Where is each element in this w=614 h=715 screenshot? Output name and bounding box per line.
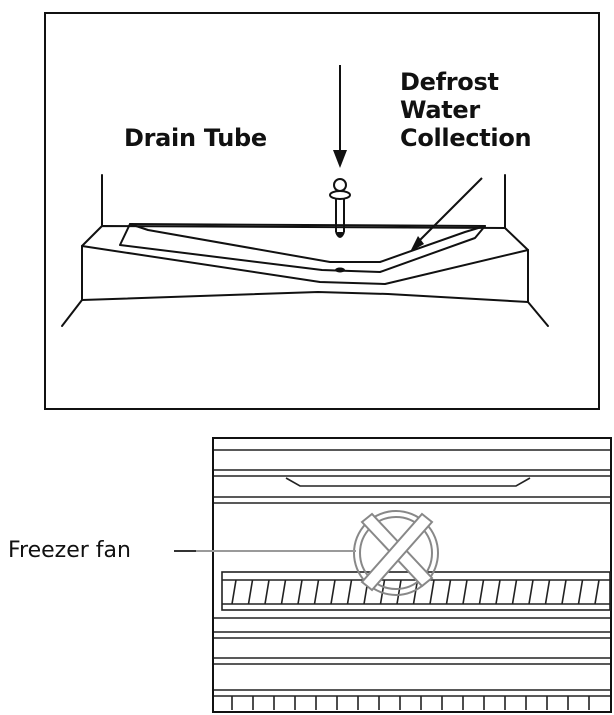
shelf-bar [495, 579, 501, 605]
shelf-bar [429, 579, 435, 605]
shelf-bar [445, 579, 452, 605]
right-base-line [527, 301, 549, 327]
shelf-bar [577, 579, 584, 605]
defrost-label-line-2: Water [400, 96, 480, 124]
defrost-label-line-1: Defrost [400, 68, 499, 96]
shelf-bar [412, 579, 419, 605]
freezer-fan-drawing [353, 510, 439, 596]
shelf-bar [313, 579, 320, 605]
defrost-water-collection-label: Defrost Water Collection [400, 68, 532, 152]
defrost-drain-panel [44, 12, 600, 410]
shelf-bar [280, 579, 287, 605]
defrost-label-line-3: Collection [400, 124, 532, 152]
shelf-bar [396, 579, 402, 605]
trough-top-edge [81, 225, 529, 251]
shelf-bar [264, 579, 270, 605]
drain-tube-part [329, 178, 351, 238]
trough-v-slope [129, 223, 486, 263]
shelf-bar [330, 579, 336, 605]
shelf-bar [511, 579, 518, 605]
trough-inner-edge [119, 223, 486, 273]
shelf-bar [462, 579, 468, 605]
left-base-line [61, 299, 83, 327]
shelf-bar [478, 579, 485, 605]
defrost-pointer-line [417, 177, 483, 243]
shelf-grid-bars [231, 579, 600, 605]
freezer-interior-drawing [214, 449, 611, 697]
freezer-fan-label: Freezer fan [8, 538, 131, 563]
shelf-bar [544, 579, 551, 605]
shelf-bar [528, 579, 534, 605]
shelf-bar [247, 579, 254, 605]
bottom-vent-slots [231, 696, 590, 710]
drain-tube-label: Drain Tube [124, 124, 267, 152]
shelf-bar [346, 579, 353, 605]
shelf-bar [231, 579, 237, 605]
shelf-bar [297, 579, 303, 605]
defrost-pointer-head [410, 236, 424, 252]
drain-arrow-head [333, 150, 347, 168]
drain-trough-drawing [61, 174, 549, 327]
shelf-bar [594, 579, 600, 605]
shelf-bar [561, 579, 567, 605]
trough-front-top [81, 245, 529, 285]
drain-hole [335, 267, 345, 273]
trough-bottom-edge [81, 291, 529, 303]
